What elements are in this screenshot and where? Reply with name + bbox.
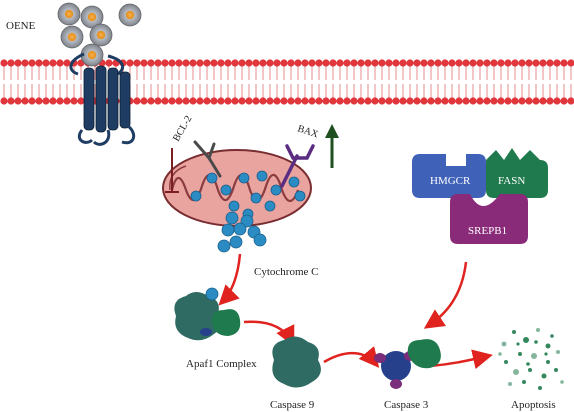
apoptotic-bodies — [498, 328, 564, 390]
flow-arrows — [218, 253, 493, 370]
fasn-label: FASN — [498, 175, 525, 187]
transmembrane-receptor — [69, 52, 136, 146]
caspase3-complex — [374, 339, 441, 389]
arrow-caspase3-to-apoptosis — [429, 349, 493, 370]
apoptosis-label: Apoptosis — [511, 399, 556, 411]
oene-label: OENE — [6, 20, 36, 32]
hmgcr-protein — [412, 154, 486, 198]
srepb1-protein — [450, 194, 528, 244]
cell-membrane — [0, 59, 574, 105]
oene-nanoparticles — [57, 2, 142, 67]
released-cytochrome-c — [217, 211, 267, 253]
bcl2-label: BCL-2 — [171, 114, 194, 144]
bax-up-arrow-icon — [325, 124, 339, 168]
bax-protein — [280, 144, 315, 188]
apaf1-complex — [174, 287, 241, 341]
cytochrome-c-label: Cytochrome C — [254, 266, 318, 278]
arrow-srepb1-to-caspase3 — [423, 261, 468, 329]
bcl2-protein — [193, 140, 222, 178]
apaf1-label: Apaf1 Complex — [186, 358, 257, 370]
arrow-apaf1-to-caspase9 — [243, 320, 295, 347]
caspase3-label: Caspase 3 — [384, 399, 429, 411]
bcl2-inhibit-indicator — [165, 148, 179, 193]
fasn-protein — [486, 148, 548, 198]
arrow-caspase9-to-caspase3 — [323, 346, 380, 368]
caspase9-label: Caspase 9 — [270, 399, 315, 411]
arrow-cytochrome-to-apaf1 — [218, 253, 242, 306]
caspase9-protein — [272, 336, 321, 388]
bax-label: BAX — [296, 123, 320, 140]
srepb1-label: SREPB1 — [468, 225, 507, 237]
hmgcr-label: HMGCR — [430, 175, 471, 187]
